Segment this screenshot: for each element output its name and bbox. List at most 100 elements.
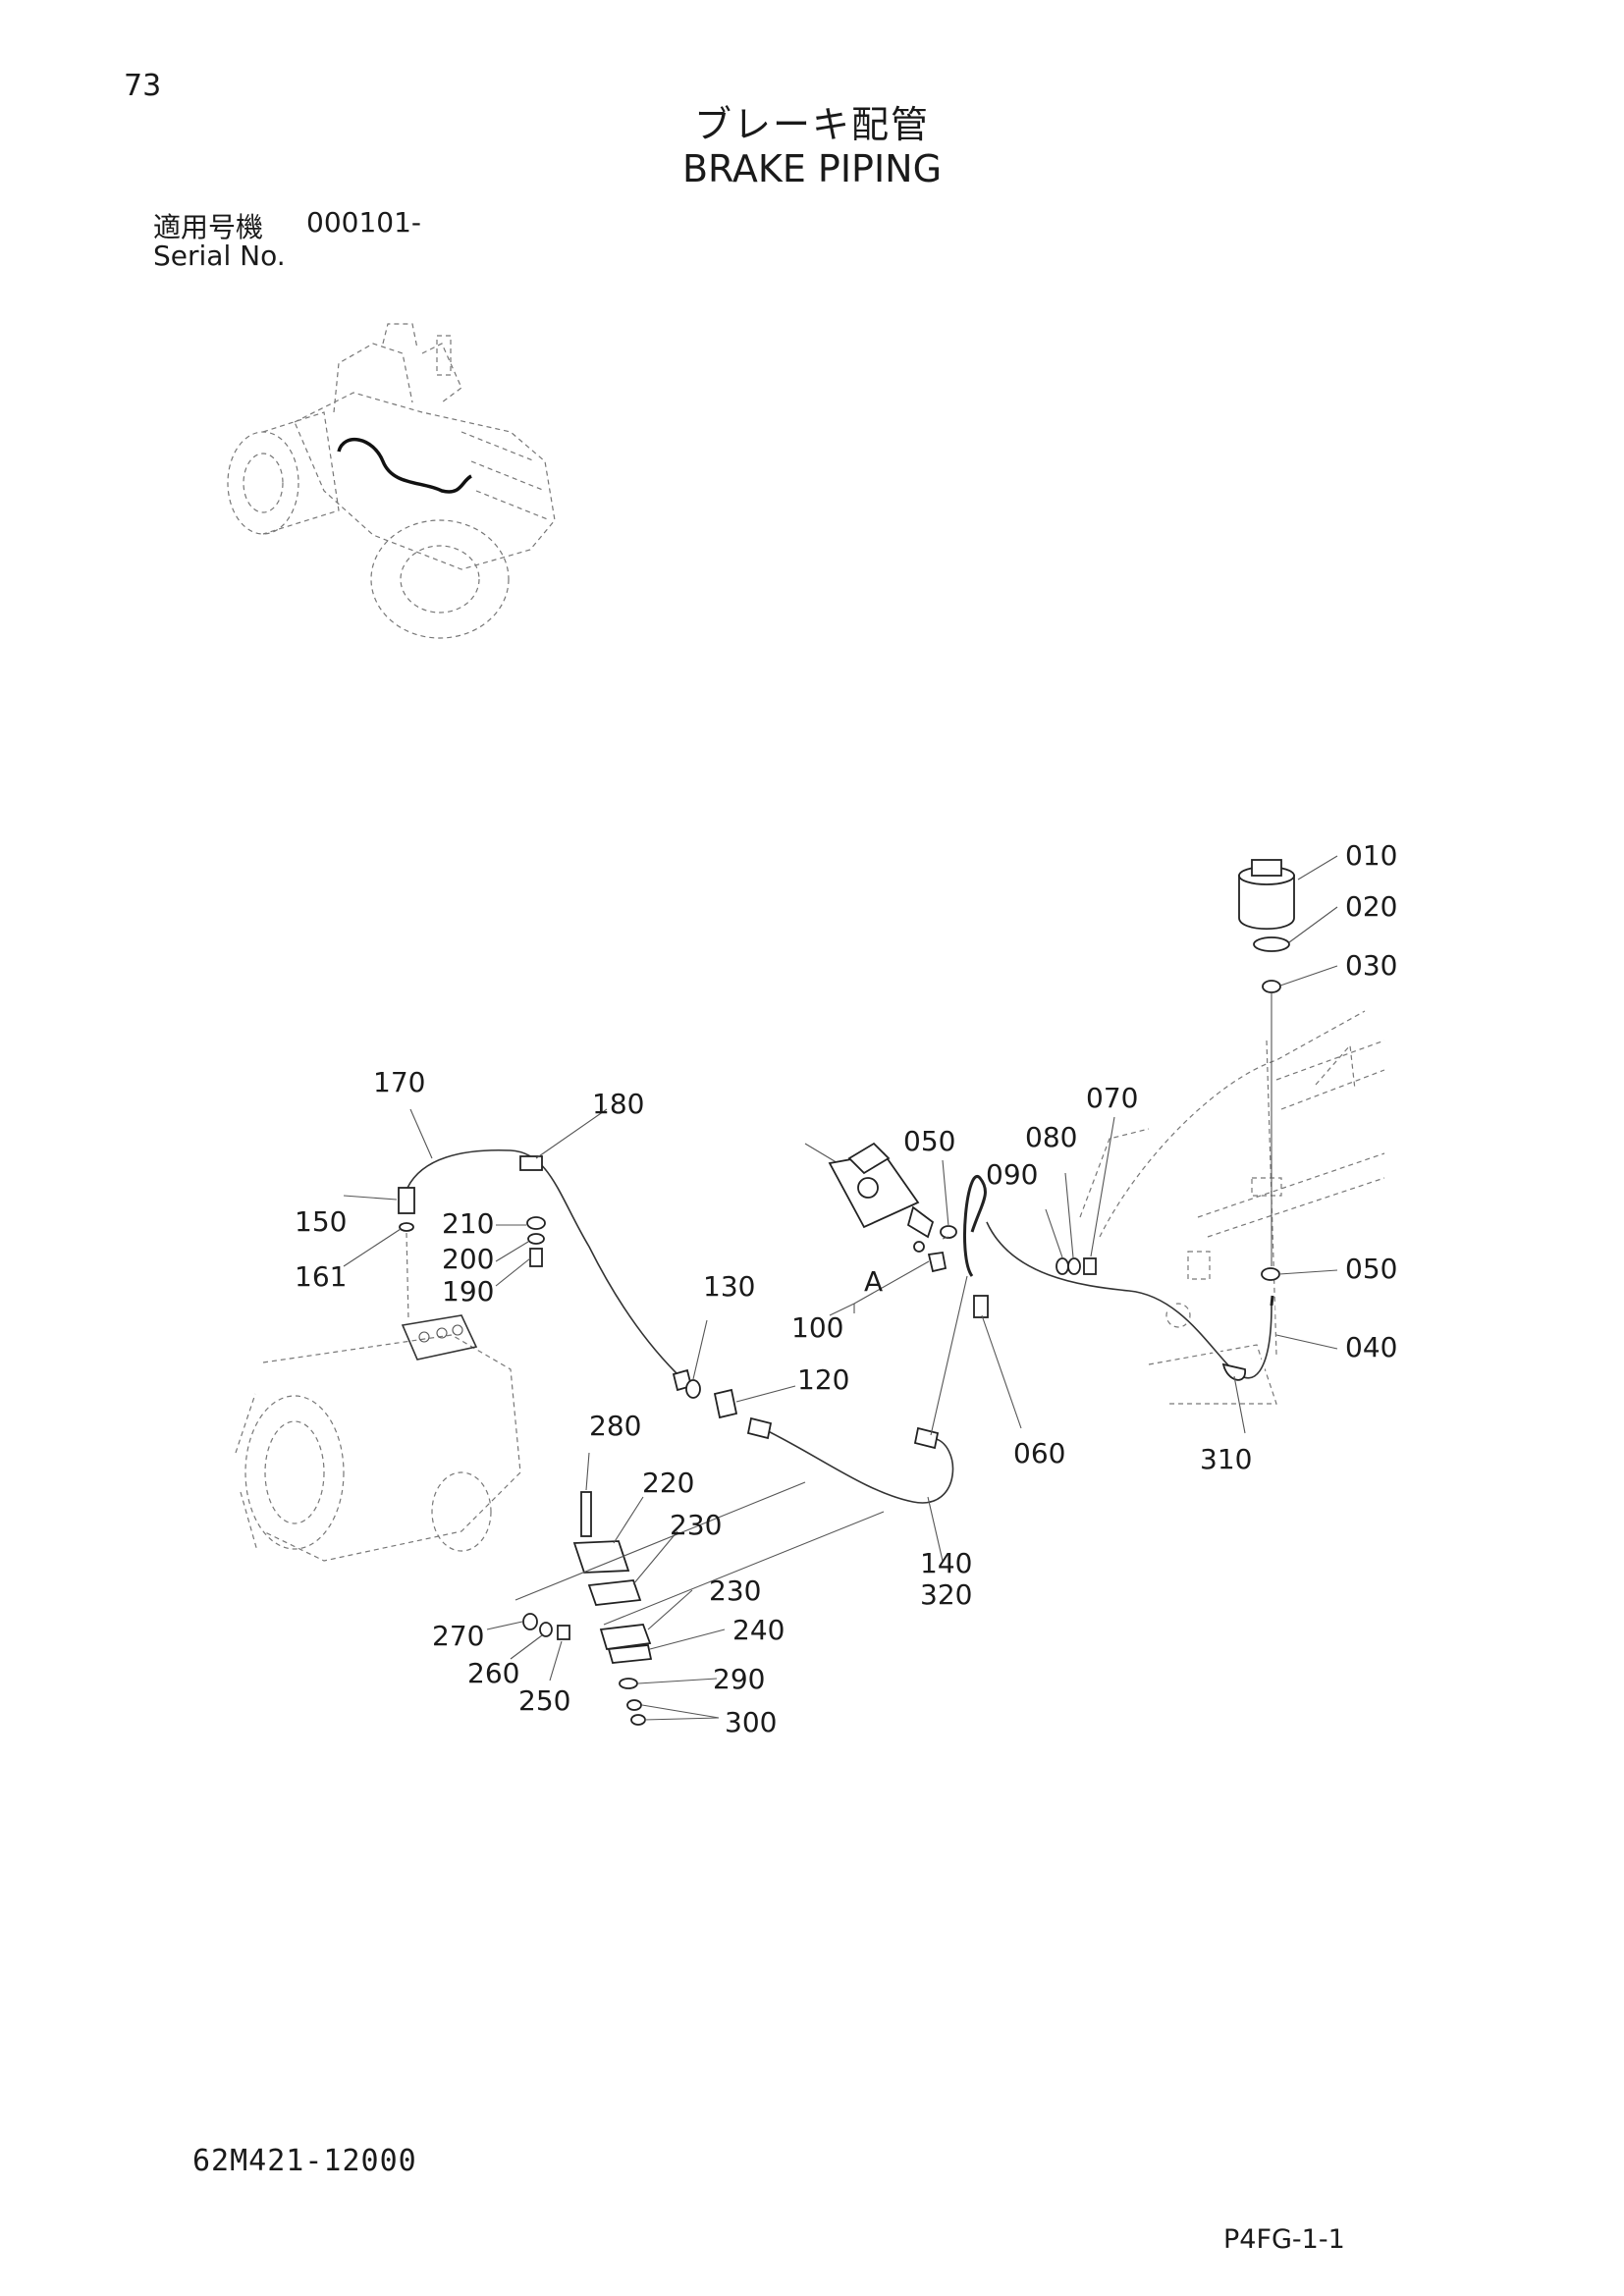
callout-150: 150: [295, 1205, 347, 1238]
bolt-070: [1083, 1257, 1097, 1275]
callout-310: 310: [1200, 1443, 1252, 1475]
bolt-190: [529, 1248, 543, 1267]
nut-130: [685, 1379, 701, 1399]
axle-housing-edge: [235, 1393, 258, 1552]
mounting-bracket-set: [514, 1481, 885, 1726]
caliper-hose: [398, 1147, 693, 1392]
callout-161: 161: [295, 1260, 347, 1293]
leader-lines: [343, 855, 1338, 1721]
axle-housing-bore: [264, 1420, 325, 1524]
reservoir-tank: [1238, 875, 1295, 931]
plate-230a: [587, 1579, 642, 1606]
nut-300b: [630, 1714, 646, 1726]
nut-300a: [626, 1699, 642, 1711]
hose-040: [985, 1221, 1274, 1380]
callout-190: 190: [442, 1275, 494, 1308]
axle-housing-body: [262, 1334, 521, 1562]
o-ring-161: [399, 1222, 414, 1232]
bolt-280: [580, 1491, 592, 1537]
overview-brake-line: [337, 437, 472, 494]
overview-front-wheel: [370, 519, 510, 639]
callout-120: 120: [797, 1363, 849, 1396]
callout-250: 250: [518, 1684, 570, 1717]
reservoir-hose: [963, 1174, 1275, 1382]
serial-label-english: Serial No.: [153, 240, 286, 272]
frame-gusset: [1315, 1043, 1356, 1091]
callout-060: 060: [1013, 1437, 1065, 1469]
callout-070: 070: [1086, 1082, 1138, 1114]
hose-060-bend: [963, 1174, 987, 1277]
callout-200: 200: [442, 1243, 494, 1275]
overview-rear-tire-side: [262, 411, 340, 535]
callout-090: 090: [986, 1158, 1038, 1191]
callout-050-right: 050: [1345, 1253, 1397, 1285]
connector-100: [927, 1251, 947, 1273]
callout-130: 130: [703, 1270, 755, 1303]
callout-170: 170: [373, 1066, 425, 1098]
washer-210: [526, 1216, 546, 1230]
callout-220: 220: [642, 1467, 694, 1499]
overview-body: [294, 392, 556, 570]
axle-port-block: [401, 1314, 478, 1361]
callout-140: 140: [920, 1547, 972, 1579]
hose-clamp-050b: [1261, 1267, 1280, 1281]
overview-steering: [382, 323, 418, 349]
callout-100: 100: [791, 1311, 843, 1344]
frame-rail: [1197, 1152, 1385, 1238]
page-title-japanese: ブレーキ配管: [693, 103, 930, 146]
frame-crossmember: [1275, 1040, 1385, 1110]
overview-rops-post: [436, 335, 452, 376]
axle-housing: [235, 1314, 521, 1562]
callout-view-a: A: [864, 1265, 883, 1298]
axle-housing-outlet: [431, 1471, 492, 1552]
bracket-220: [572, 1540, 630, 1574]
washer-260: [539, 1622, 553, 1637]
frame-outer-curve: [1099, 1010, 1366, 1238]
document-code: 62M421-12000: [192, 2144, 417, 2178]
page-title-english: BRAKE PIPING: [681, 147, 943, 190]
adapter-120: [713, 1388, 738, 1419]
reservoir-gasket: [1253, 936, 1290, 952]
callout-050-top: 050: [903, 1125, 955, 1157]
callout-300: 300: [725, 1706, 777, 1738]
callout-230-lower: 230: [709, 1575, 761, 1607]
overview-seat: [333, 343, 413, 413]
clip-180: [519, 1155, 543, 1171]
washer-270: [522, 1613, 538, 1630]
plate-240: [607, 1644, 653, 1664]
reservoir-cap: [1251, 859, 1282, 877]
serial-label-japanese: 適用号機: [153, 211, 264, 243]
callout-240: 240: [732, 1614, 785, 1646]
plate-230b: [599, 1624, 652, 1650]
callout-180: 180: [592, 1088, 644, 1120]
page-code: P4FG-1-1: [1223, 2224, 1345, 2255]
callout-040: 040: [1345, 1331, 1397, 1363]
frame-mount: [1079, 1128, 1150, 1218]
bolt-250: [557, 1625, 570, 1640]
callout-230-upper: 230: [670, 1509, 722, 1541]
washer-080: [1067, 1257, 1081, 1275]
callout-290: 290: [713, 1663, 765, 1695]
callout-labels: 010 020 030 040 050 050 060 070 080 090 …: [295, 839, 1397, 1738]
page-number: 73: [124, 69, 162, 103]
callout-210: 210: [442, 1207, 494, 1240]
frame-bracket: [1079, 1010, 1385, 1405]
machine-overview-sketch: [227, 323, 556, 639]
master-cylinder: [804, 1142, 1097, 1275]
callout-010: 010: [1345, 839, 1397, 872]
fitting-150: [398, 1187, 415, 1214]
callout-280: 280: [589, 1410, 641, 1442]
overview-grille: [460, 431, 551, 521]
callout-260: 260: [467, 1657, 519, 1689]
serial-number-value: 000101-: [306, 206, 421, 239]
overview-lever: [421, 343, 462, 403]
master-cylinder-port: [906, 1205, 935, 1239]
callout-020: 020: [1345, 890, 1397, 923]
washer-290: [619, 1678, 638, 1689]
clamp-310: [1221, 1362, 1246, 1381]
brake-hose-140: [685, 1236, 968, 1507]
overview-rear-wheel: [227, 431, 299, 535]
overview-front-hub: [400, 545, 480, 614]
frame-lower-plate: [1148, 1344, 1277, 1405]
callout-270: 270: [432, 1620, 484, 1652]
